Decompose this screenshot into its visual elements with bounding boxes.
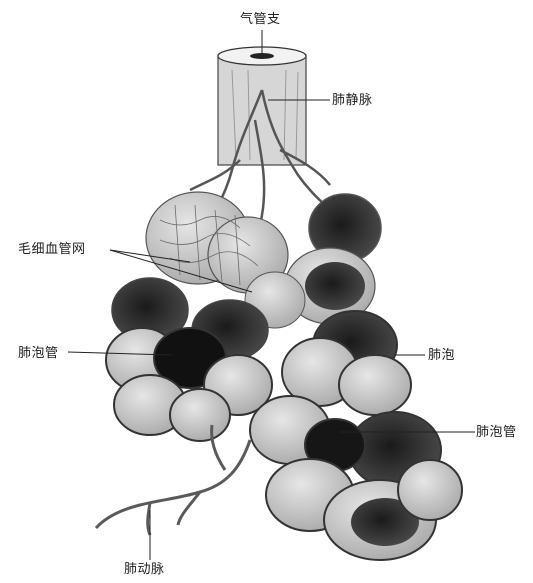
- label-capillary-network: 毛细血管网: [18, 242, 86, 257]
- label-pulmonary-vein: 肺静脉: [332, 93, 373, 108]
- pulmonary-artery-vessels: [96, 425, 250, 535]
- left-alveolar-sac-cluster: [106, 278, 272, 441]
- label-pulmonary-artery: 肺动脉: [124, 562, 165, 577]
- bronchiole-tube: [218, 47, 306, 165]
- label-alveolar-duct-left: 肺泡管: [18, 346, 59, 361]
- label-alveolar-duct-right: 肺泡管: [476, 425, 517, 440]
- label-alveolus: 肺泡: [428, 348, 455, 363]
- label-bronchiole: 气管支: [240, 12, 281, 27]
